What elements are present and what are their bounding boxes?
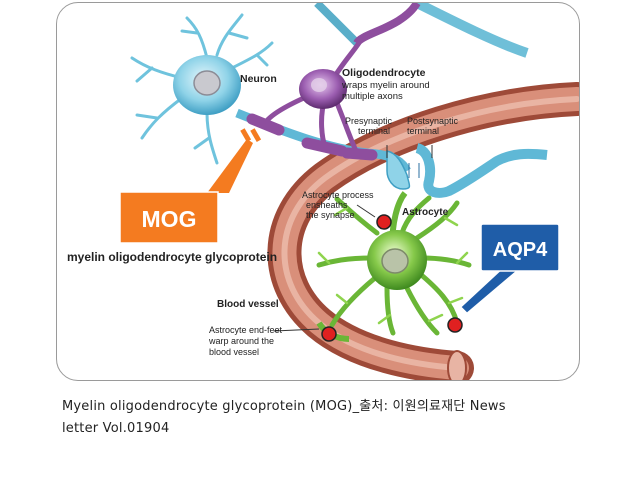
figure-caption: Myelin oligodendrocyte glycoprotein (MOG… [62,396,582,440]
label-presynaptic-1: Presynaptic [345,116,393,126]
mog-badge-label: MOG [142,206,197,232]
aqp4-badge-label: AQP4 [493,239,548,261]
label-postsynaptic-2: terminal [407,126,439,136]
label-astro-process-3: the synapse [306,210,355,220]
aqp4-marker-synapse [376,214,392,230]
label-presynaptic-2: terminal [358,126,390,136]
aqp4-marker-process [447,317,463,333]
mog-full-name: myelin oligodendrocyte glycoprotein [67,250,277,264]
label-oligo-desc-2: multiple axons [342,91,403,102]
vessel-opening [447,350,467,380]
label-oligodendrocyte: Oligodendrocyte [342,67,426,79]
aqp4-badge [480,223,560,272]
label-endfeet-1: Astrocyte end-feet [209,325,283,335]
caption-line-1: Myelin oligodendrocyte glycoprotein (MOG… [62,399,506,414]
mog-marker-1 [240,128,252,143]
label-postsynaptic-1: Postsynaptic [407,116,459,126]
label-oligo-desc-1: wraps myelin around [341,80,430,91]
label-astro-process-2: ensheaths [306,200,348,210]
label-blood-vessel: Blood vessel [217,299,279,310]
aqp4-marker-endfoot [321,326,337,342]
label-endfeet-2: warp around the [208,336,274,346]
aqp4-callout-pointer [460,268,521,314]
label-astro-process-1: Astrocyte process [302,190,374,200]
label-astrocyte: Astrocyte [402,207,449,218]
caption-line-2: letter Vol.01904 [62,421,170,436]
neuro-diagram: Neuron Oligodendrocyte wraps myelin arou… [67,3,579,380]
label-neuron: Neuron [240,73,277,85]
mog-callout-pointer [207,139,253,193]
mog-marker-2 [250,128,262,143]
label-endfeet-3: blood vessel [209,347,259,357]
figure-frame: Neuron Oligodendrocyte wraps myelin arou… [56,2,580,381]
